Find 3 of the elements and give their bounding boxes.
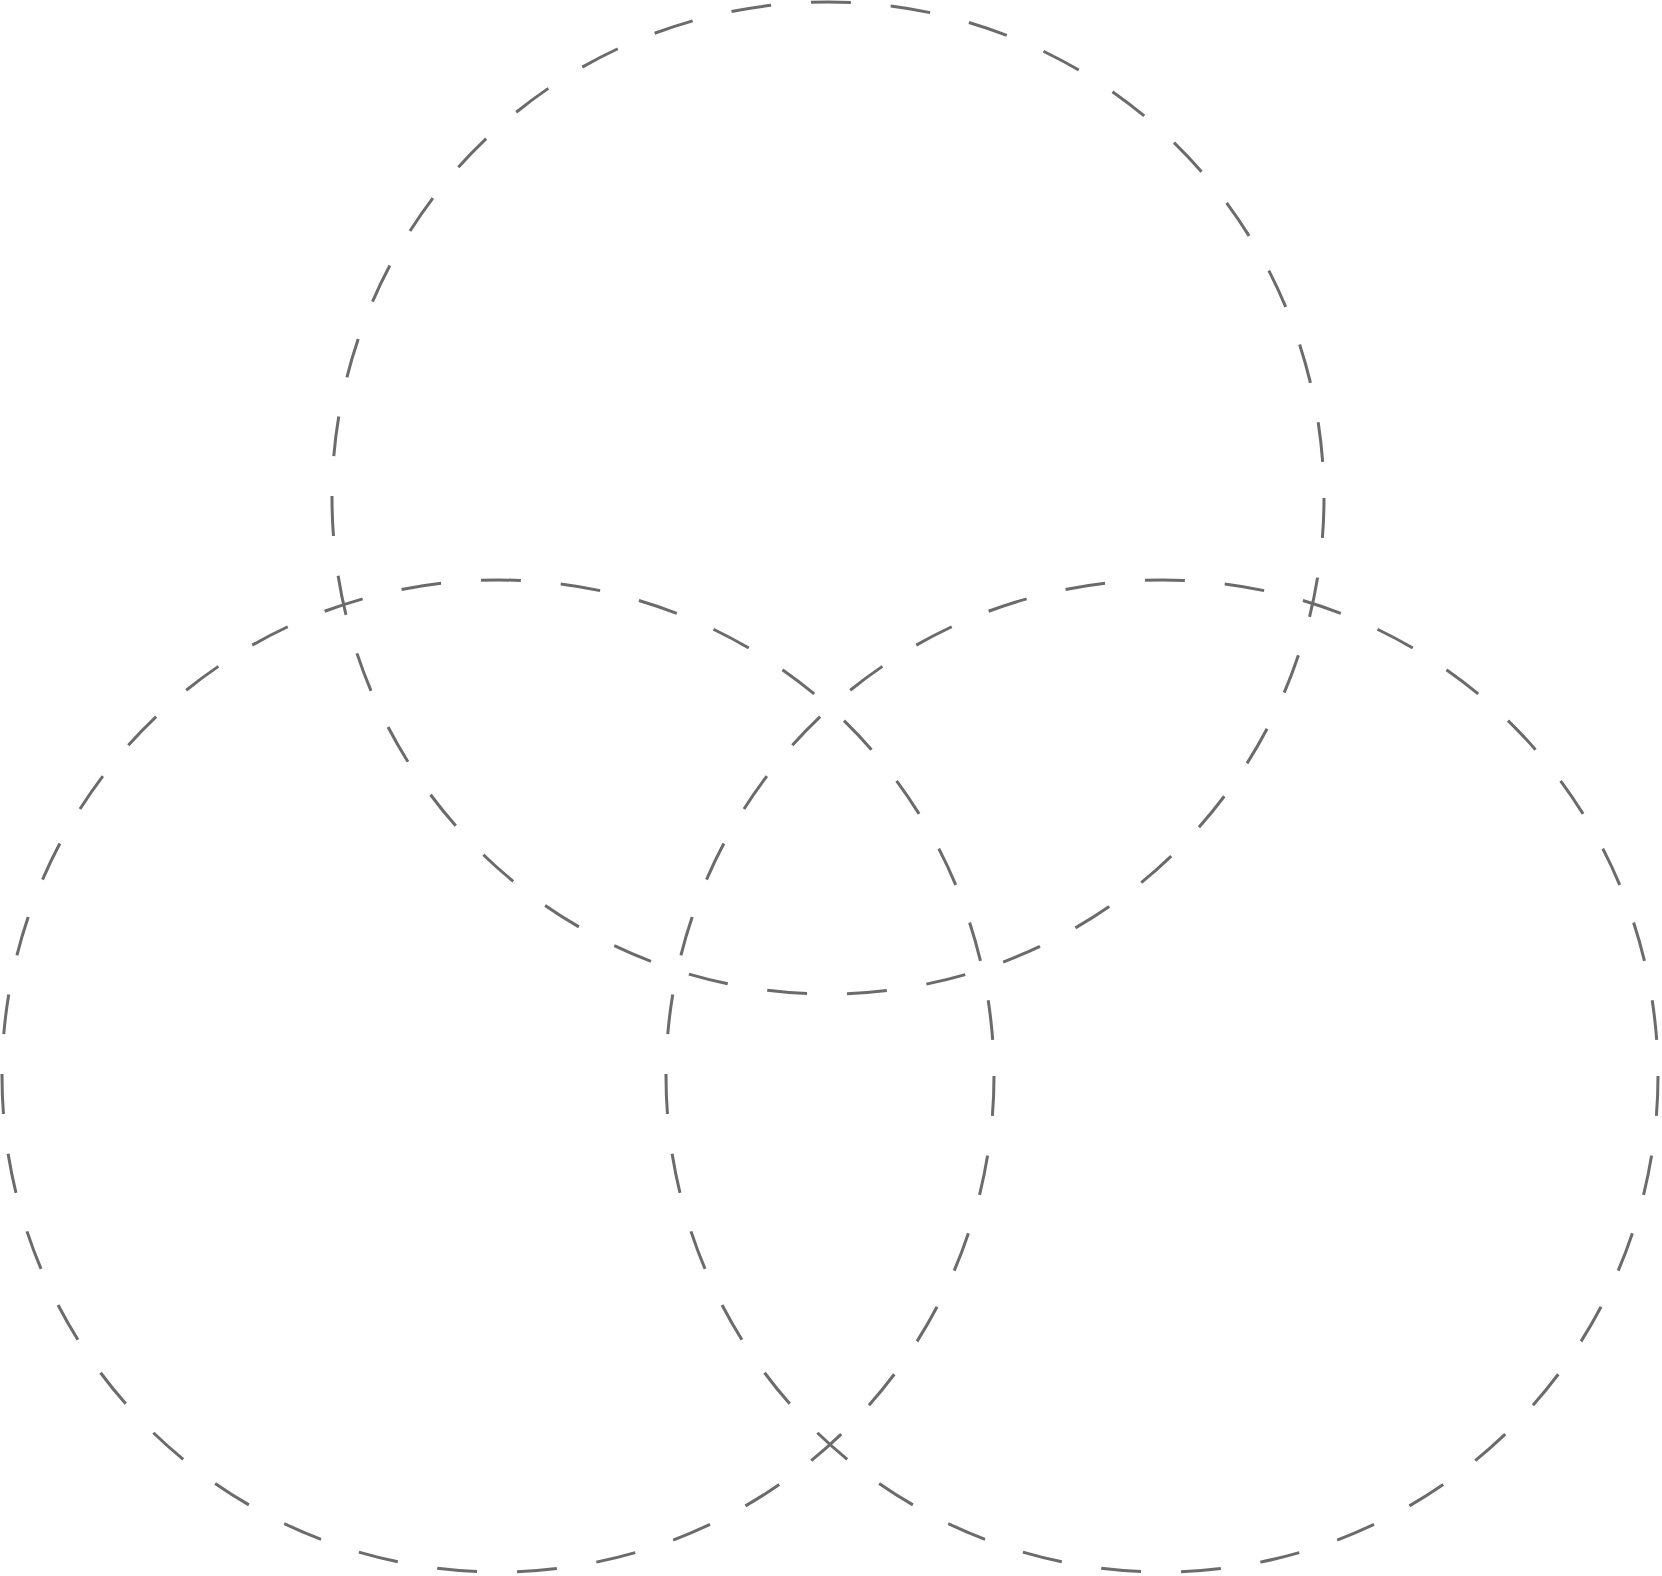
dashed-circle bbox=[332, 2, 1324, 994]
dashed-circle bbox=[666, 580, 1658, 1572]
dashed-circle bbox=[2, 580, 994, 1572]
